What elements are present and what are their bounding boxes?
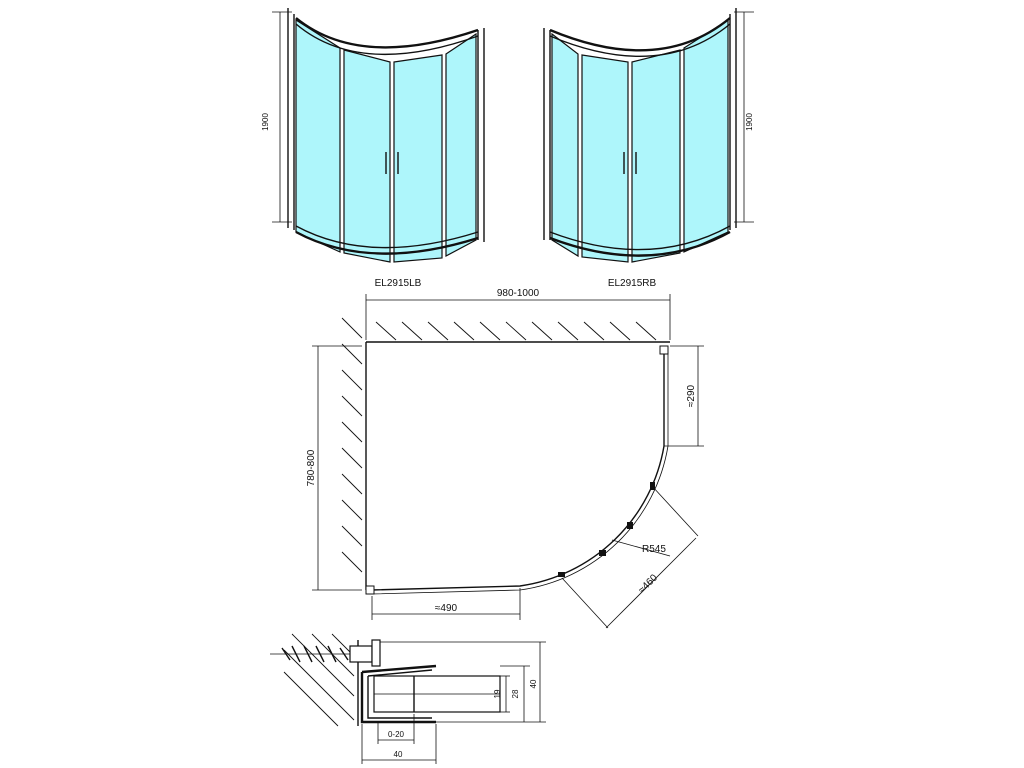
plan-view: 980-1000 [306, 288, 704, 629]
profile-adjust-label: 0-20 [388, 730, 405, 739]
plan-radius-label: R545 [642, 544, 666, 555]
right-glass-panel-1 [551, 32, 579, 258]
right-glass-panel-2 [581, 54, 629, 263]
right-bottom-rail-inner [549, 225, 731, 251]
profile-screw-thread [281, 645, 349, 663]
right-elevation-view: 1900 EL2915RB [543, 8, 754, 289]
plan-roller-2 [627, 522, 633, 529]
profile-screw-head [349, 645, 373, 663]
profile-base-label: 40 [394, 750, 403, 759]
left-height-label: 1900 [261, 113, 270, 131]
plan-diagonal-label: ≈460 [636, 572, 660, 596]
plan-radius-leader [611, 539, 671, 557]
plan-depth-label: 780-800 [306, 449, 317, 486]
left-bottom-rail [295, 230, 479, 255]
left-glass-panel-3 [393, 54, 443, 263]
plan-front-label: ≈490 [435, 603, 458, 614]
left-elevation-view: 1900 EL2915LB [261, 8, 485, 289]
plan-top-wall-hatch [375, 321, 657, 341]
profile-wall-bracket [371, 639, 381, 667]
plan-diagonal-ext-top [651, 485, 699, 537]
plan-diagonal-ext-bottom [561, 577, 609, 629]
plan-corner-bracket-top [659, 345, 669, 355]
left-top-rail-inner [295, 23, 479, 55]
left-bottom-rail-inner [295, 225, 479, 249]
plan-diagonal-dim-line [605, 537, 697, 629]
plan-left-wall-hatch [341, 317, 363, 573]
profile-wall-hatch [283, 633, 355, 727]
profile-frame-inner-label: 28 [511, 689, 520, 698]
profile-frame-height-label: 40 [529, 679, 538, 688]
profile-glass-gap-label: 19 [493, 689, 502, 698]
right-glass-panel-4 [683, 18, 729, 253]
left-glass-panel-1 [295, 18, 341, 253]
plan-enclosure-outline-outer [371, 352, 669, 595]
plan-width-label: 980-1000 [497, 288, 540, 299]
left-glass-panel-2 [343, 49, 391, 263]
right-height-label: 1900 [745, 113, 754, 131]
right-model-label: EL2915RB [608, 278, 657, 289]
plan-side-label: ≈290 [686, 384, 697, 407]
right-bottom-rail [549, 230, 731, 257]
right-top-rail-inner [549, 23, 731, 57]
right-glass-panel-3 [631, 49, 681, 263]
plan-enclosure-outline [371, 352, 665, 591]
left-model-label: EL2915LB [375, 278, 422, 289]
profile-channel-outer [360, 664, 437, 724]
right-top-rail [549, 17, 731, 52]
profile-detail: 19 28 40 0-20 40 [270, 633, 546, 764]
plan-roller-3 [599, 550, 606, 556]
left-glass-panel-4 [445, 32, 477, 257]
plan-roller-4 [558, 572, 565, 577]
plan-corner-bracket-left [365, 585, 375, 595]
profile-channel-inner [367, 669, 433, 719]
left-top-rail [295, 17, 479, 49]
